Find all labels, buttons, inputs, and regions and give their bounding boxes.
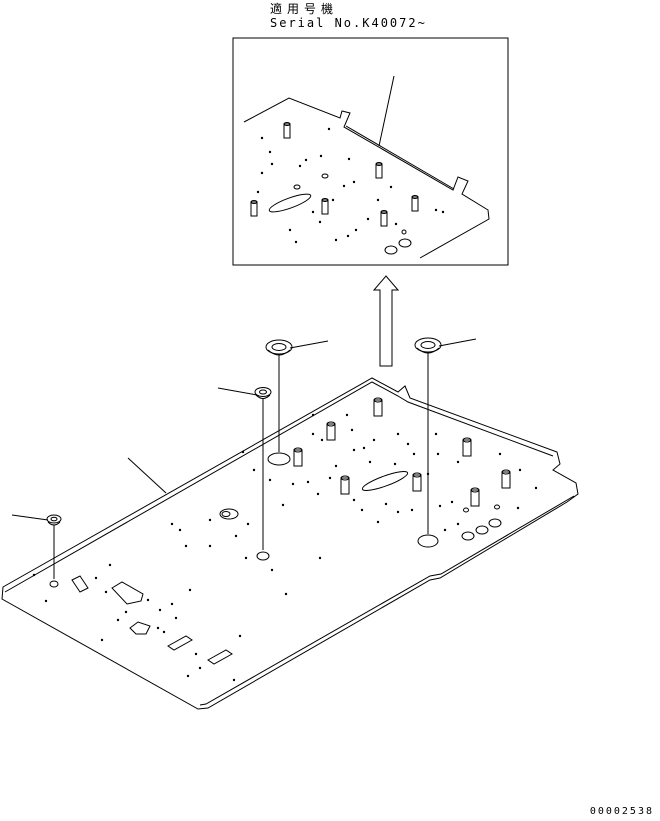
inset-holes <box>256 127 445 244</box>
stud <box>501 469 511 489</box>
grommet-leader-line <box>438 338 477 347</box>
inset-frame <box>232 37 509 266</box>
inset-stud <box>321 198 329 215</box>
grommet-small-left <box>217 387 272 561</box>
plate-cutout <box>129 621 151 635</box>
plate-slot <box>167 635 193 651</box>
floor-plate <box>1 377 579 710</box>
plate-hole <box>219 508 239 520</box>
inset-stud <box>380 210 388 227</box>
inset-stud <box>250 200 258 217</box>
grommet-leader-line <box>11 514 49 521</box>
inset-floor-plate <box>243 75 490 259</box>
plate-slot <box>207 649 233 665</box>
grommet-leader-line <box>289 340 329 349</box>
plate-holes <box>32 413 538 682</box>
stud <box>470 487 480 507</box>
inset-stud <box>283 122 291 139</box>
plate-cutout <box>71 575 89 593</box>
grommet-large-right <box>414 337 477 548</box>
drawing-number: 00002538 <box>589 806 654 817</box>
applicable-serial-heading: 適用号機 <box>270 2 339 16</box>
stud <box>373 397 383 417</box>
detail-arrow <box>372 275 400 367</box>
inset-leader-line <box>378 75 395 147</box>
grommet-small-far-left <box>11 514 62 588</box>
grommet-large-center <box>265 339 329 466</box>
stud <box>412 472 422 492</box>
stud <box>293 447 303 467</box>
serial-number-label: Serial No.K40072~ <box>270 16 427 30</box>
stud <box>340 475 350 495</box>
stud <box>462 437 472 457</box>
plate-slot <box>361 471 409 491</box>
inset-stud <box>411 195 419 212</box>
stud <box>326 421 336 441</box>
floor-plate-leader-line <box>127 457 167 494</box>
plate-cutout <box>111 581 144 605</box>
grommet-leader-line <box>217 387 258 396</box>
inset-stud <box>375 162 383 179</box>
